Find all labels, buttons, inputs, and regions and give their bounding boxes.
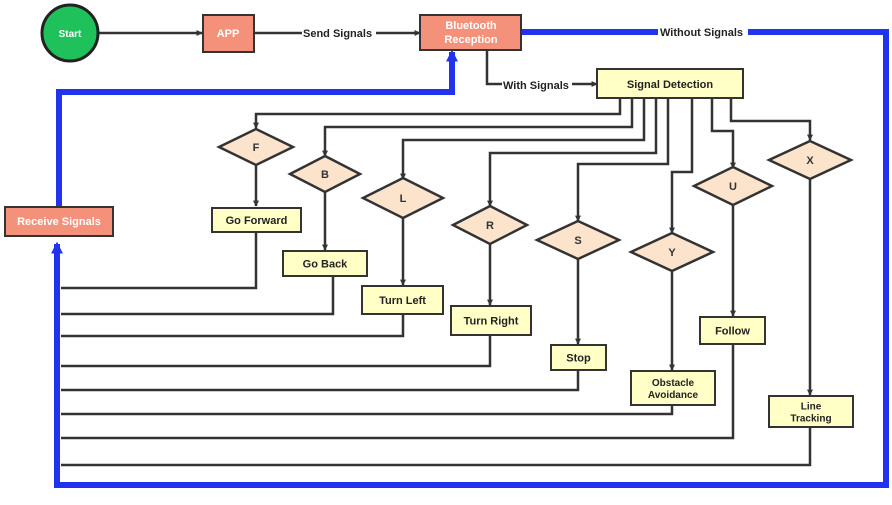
decision-label-x: X [806,155,814,167]
action-label-go-back: Go Back [303,259,349,271]
decision-label-l: L [400,193,407,205]
send-signals-label: Send Signals [303,28,372,40]
without-signals-label: Without Signals [660,27,743,39]
action-box-stop [550,344,607,371]
detection-to-r-arrow [487,98,658,207]
action-label-stop: Stop [566,353,591,365]
detection-to-l-arrow [400,98,646,180]
decision-label-s: S [574,235,581,247]
action-box-obstacle-avoidance [630,370,716,406]
decision-label-r: R [486,220,494,232]
action-box-follow [699,316,766,345]
turn-right-return-line [61,335,492,368]
action-label-obstacle-avoidance-line1: Obstacle [652,378,695,389]
decision-diamond-f [216,127,296,167]
detection-to-s-arrow [575,98,670,222]
line-tracking-return-line [61,427,812,467]
decision-to-action-arrows [253,165,813,396]
signal-detection-label: Signal Detection [627,79,713,91]
turn-left-return-line [61,314,405,338]
decision-label-b: B [321,169,329,181]
decision-label-f: F [253,142,260,154]
obstacle-avoidance-return-line [61,405,674,416]
bluetooth-label-line2: Reception [444,34,497,46]
action-label-turn-right: Turn Right [464,316,519,328]
action-box-turn-right [450,305,532,336]
action-box-go-back [282,250,368,277]
action-return-lines [61,232,812,467]
action-box-line-tracking [768,395,854,428]
start-label: Start [59,29,82,40]
detection-to-x-arrow [729,98,813,141]
without-signals-loop [51,29,889,488]
action-label-obstacle-avoidance-line2: Avoidance [648,390,699,401]
start-node [40,3,100,63]
action-label-line-tracking-line1: Line [801,402,822,413]
detection-to-decision-arrows [253,98,813,234]
decision-diamond-u [691,165,775,207]
go-forward-return-line [61,232,258,290]
decision-label-u: U [729,181,737,193]
app-node [202,14,255,53]
stop-return-line [61,370,580,392]
decision-diamond-s [534,219,622,261]
app-label: APP [217,28,240,40]
decision-diamond-x [766,139,854,181]
decision-diamond-l [360,176,446,220]
decision-label-y: Y [668,247,676,259]
decision-diamond-r [450,204,530,246]
action-box-turn-left [361,285,444,315]
receive-to-bluetooth-loop [56,49,458,206]
detection-to-b-arrow [322,98,634,157]
action-box-go-forward [211,207,302,233]
decision-diamond-b [287,154,363,194]
action-label-go-forward: Go Forward [226,215,288,227]
bluetooth-label-line1: Bluetooth [445,20,497,32]
go-back-return-line [61,276,335,316]
bluetooth-reception-node [419,14,522,51]
detection-to-u-arrow [710,98,736,169]
with-signals-label: With Signals [503,80,569,92]
receive-signals-label: Receive Signals [17,216,101,228]
decision-nodes: F B L R S Y U X [216,127,854,273]
action-label-turn-left: Turn Left [379,295,426,307]
follow-return-line [61,344,735,440]
signal-detection-node [596,68,744,99]
detection-to-f-arrow [253,98,622,129]
detection-to-y-arrow [669,98,694,234]
decision-diamond-y [628,231,716,273]
action-label-follow: Follow [715,326,750,338]
receive-signals-node [4,206,114,237]
action-label-line-tracking-line2: Tracking [790,414,831,425]
